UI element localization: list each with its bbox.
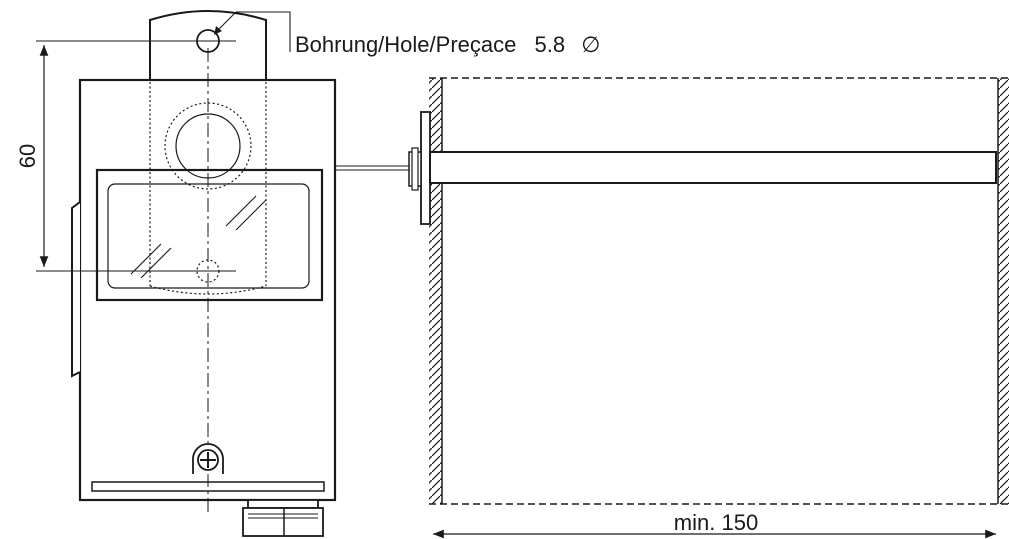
hole-label: Bohrung/Hole/Preçace: [295, 32, 516, 57]
sensor-probe: [429, 151, 997, 184]
hole-label-text: Bohrung/Hole/Preçace 5.8 ∅: [295, 32, 600, 57]
duct-wall-left: [429, 78, 442, 504]
duct-wall-right: [998, 78, 1009, 504]
cable-gland-neck: [247, 499, 319, 509]
cable-gland-nut: [242, 507, 324, 537]
horizontal-dimension-label: min. 150: [674, 510, 758, 535]
hidden-knob-outer: [164, 102, 252, 190]
vertical-dimension: [36, 40, 236, 272]
vertical-dimension-label: 60: [15, 144, 40, 168]
diameter-symbol: ∅: [581, 32, 600, 57]
side-clip: [71, 201, 81, 378]
mounting-tab: [149, 10, 267, 82]
hole-leader: [214, 11, 291, 52]
mounting-flange: [420, 111, 431, 225]
bottom-slot: [91, 481, 325, 492]
housing-front-view: [71, 10, 337, 537]
hole-value: 5.8: [534, 32, 565, 57]
duct-side-view: [335, 77, 1009, 505]
display-window-outer: [95, 168, 324, 302]
